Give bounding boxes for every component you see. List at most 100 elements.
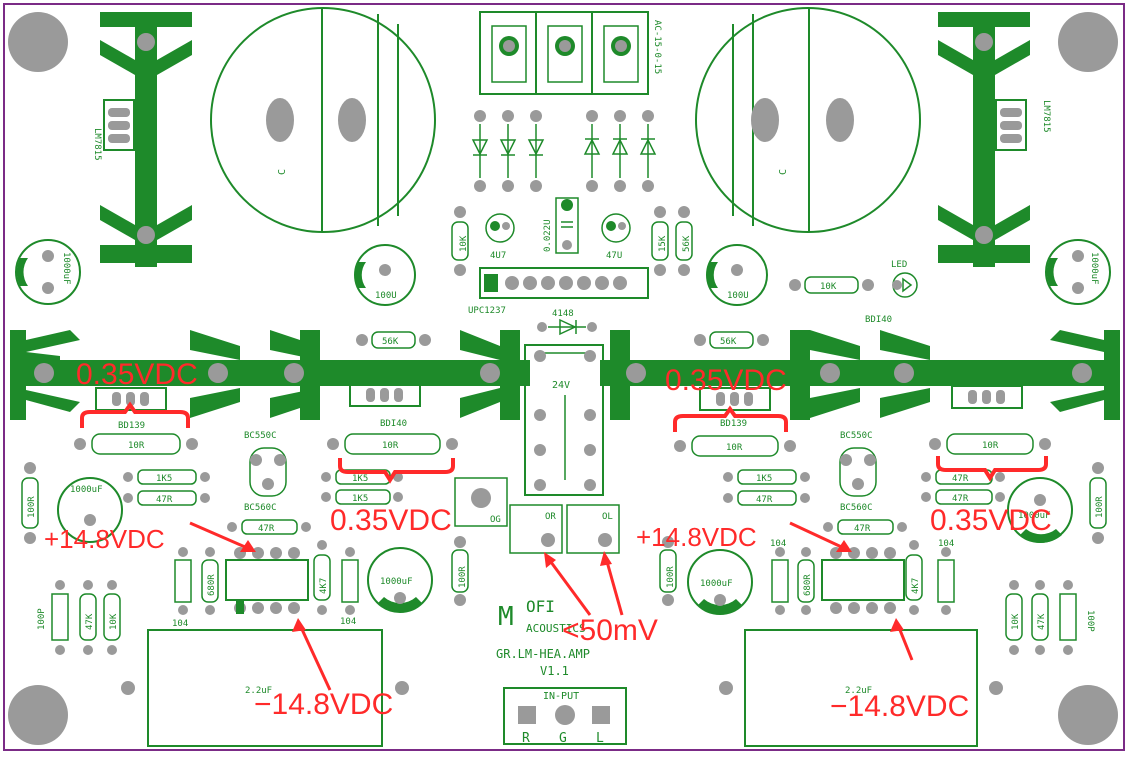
lm7815-right-label: LM7815 (1041, 100, 1051, 133)
r47r-2-label: 47R (258, 524, 275, 534)
r47k-right-label: 47K (1037, 613, 1047, 630)
relay-24v (524, 344, 604, 496)
input-r-label: R (522, 731, 530, 746)
bdi40-left-label: BDI40 (380, 419, 407, 429)
annotation-plus-right: +14.8VDC (636, 522, 757, 552)
heatsink-rail-right (600, 330, 1120, 420)
r56k-right-label: 56K (720, 337, 737, 347)
r56k-left (356, 331, 431, 349)
c47u-label: 47U (606, 251, 622, 261)
big-cap-left-label: C (277, 169, 288, 175)
ic-right (821, 547, 905, 614)
r10k-led (789, 272, 918, 298)
led-label: LED (891, 260, 907, 270)
upc1237-label: UPC1237 (468, 306, 506, 316)
annotation-035-3: 0.35VDC (665, 364, 787, 397)
c100p-right-label: 100P (1085, 610, 1095, 632)
lm7815-left-label: LM7815 (92, 128, 102, 161)
cap-100u-right (706, 244, 768, 306)
measurement-arrows (189, 521, 914, 691)
r1k5-2-label: 1K5 (352, 474, 368, 484)
r1k5-4-label: 1K5 (756, 474, 772, 484)
input-l-label: L (596, 731, 604, 746)
big-capacitor-right (695, 7, 921, 233)
bc550c-left-label: BC550C (244, 431, 277, 441)
brand-m: M (498, 602, 514, 632)
big-capacitor-left (210, 7, 436, 233)
r100r-edges (21, 462, 1107, 544)
r47k-left-label: 47K (85, 613, 95, 630)
bc560c-right-label: BC560C (840, 503, 873, 513)
og-label: OG (490, 515, 501, 525)
r10k-bl-label: 10K (109, 613, 119, 630)
output-pads (454, 477, 620, 554)
r10k-mid-label: 10K (459, 235, 469, 252)
r56k-right (694, 331, 769, 349)
bd139-left-label: BD139 (118, 421, 145, 431)
r47r-1-label: 47R (156, 495, 173, 505)
arrow-heads (240, 540, 904, 632)
r1k5-1-label: 1K5 (156, 474, 172, 484)
c104-3-label: 104 (770, 539, 786, 549)
r10k-br-label: 10K (1011, 613, 1021, 630)
ic-support-parts (174, 540, 955, 615)
heatsink-rail-left (10, 330, 530, 420)
r100r-3-label: 100R (458, 566, 468, 588)
upc1237-chip (479, 267, 649, 299)
input-filter-parts (51, 580, 1077, 655)
annotation-035-1: 0.35VDC (76, 358, 198, 391)
c0022-label: 0.022U (543, 219, 553, 252)
c1000uf-left-top-label: 1000uF (61, 252, 71, 285)
r10r-group (74, 433, 1051, 457)
c104-4-label: 104 (938, 539, 954, 549)
r47r-6-label: 47R (854, 524, 871, 534)
r15k-label: 15K (658, 235, 668, 252)
rectifier-diodes (471, 110, 657, 192)
measurement-brackets (80, 401, 1048, 484)
ol-label: OL (602, 512, 613, 522)
diode-4148 (537, 318, 597, 336)
r1k5-3-label: 1K5 (352, 494, 368, 504)
bdi40-top-label: BDI40 (865, 315, 892, 325)
c1000uf-r2-label: 1000uF (1018, 511, 1051, 521)
mounting-holes (8, 12, 1118, 745)
r10r-1-label: 10R (128, 441, 145, 451)
annotation-035-4: 0.35VDC (930, 504, 1052, 537)
r10r-3-label: 10R (726, 443, 743, 453)
r100r-1-label: 100R (27, 496, 37, 518)
cap-1000uf-lower (57, 477, 1073, 615)
annotation-minus-left: −14.8VDC (254, 688, 393, 721)
r680-left-label: 680R (207, 574, 217, 596)
brand-acoustics: ACOUSTICS (526, 622, 586, 635)
c4u7-label: 4U7 (490, 251, 506, 261)
c1000uf-right-top-label: 1000uF (1089, 252, 1099, 285)
cap-100u-left (354, 244, 416, 306)
heatsink-lm7815-left (100, 12, 192, 267)
r56k-left-label: 56K (382, 337, 399, 347)
c104-1-label: 104 (172, 619, 188, 629)
c22-left-label: 2.2uF (245, 686, 272, 696)
film-cap-left (121, 629, 409, 747)
r10r-2-label: 10R (382, 441, 399, 451)
r10r-4-label: 10R (982, 441, 999, 451)
cap-1000uf-left-top (15, 239, 81, 305)
bd139-right-label: BD139 (720, 419, 747, 429)
input-label: IN-PUT (543, 691, 579, 702)
c1000uf-l2-label: 1000uF (70, 485, 103, 495)
c1000uf-m1-label: 1000uF (380, 577, 413, 587)
big-cap-right-label: C (778, 169, 789, 175)
bd139-left-body (95, 387, 167, 411)
ac-connector (479, 11, 649, 95)
r100r-middle (451, 536, 677, 606)
small-resistors (123, 469, 1005, 535)
c104-2-label: 104 (340, 617, 356, 627)
mid-top-components (451, 197, 693, 276)
r4k7-right-label: 4K7 (911, 578, 921, 594)
version-label: V1.1 (540, 664, 569, 678)
bd139-right-body (699, 387, 771, 411)
r10k-led-label: 10K (820, 282, 837, 292)
annotation-035-2: 0.35VDC (330, 504, 452, 537)
r47r-3-label: 47R (756, 495, 773, 505)
bc560c-left-label: BC560C (244, 503, 277, 513)
